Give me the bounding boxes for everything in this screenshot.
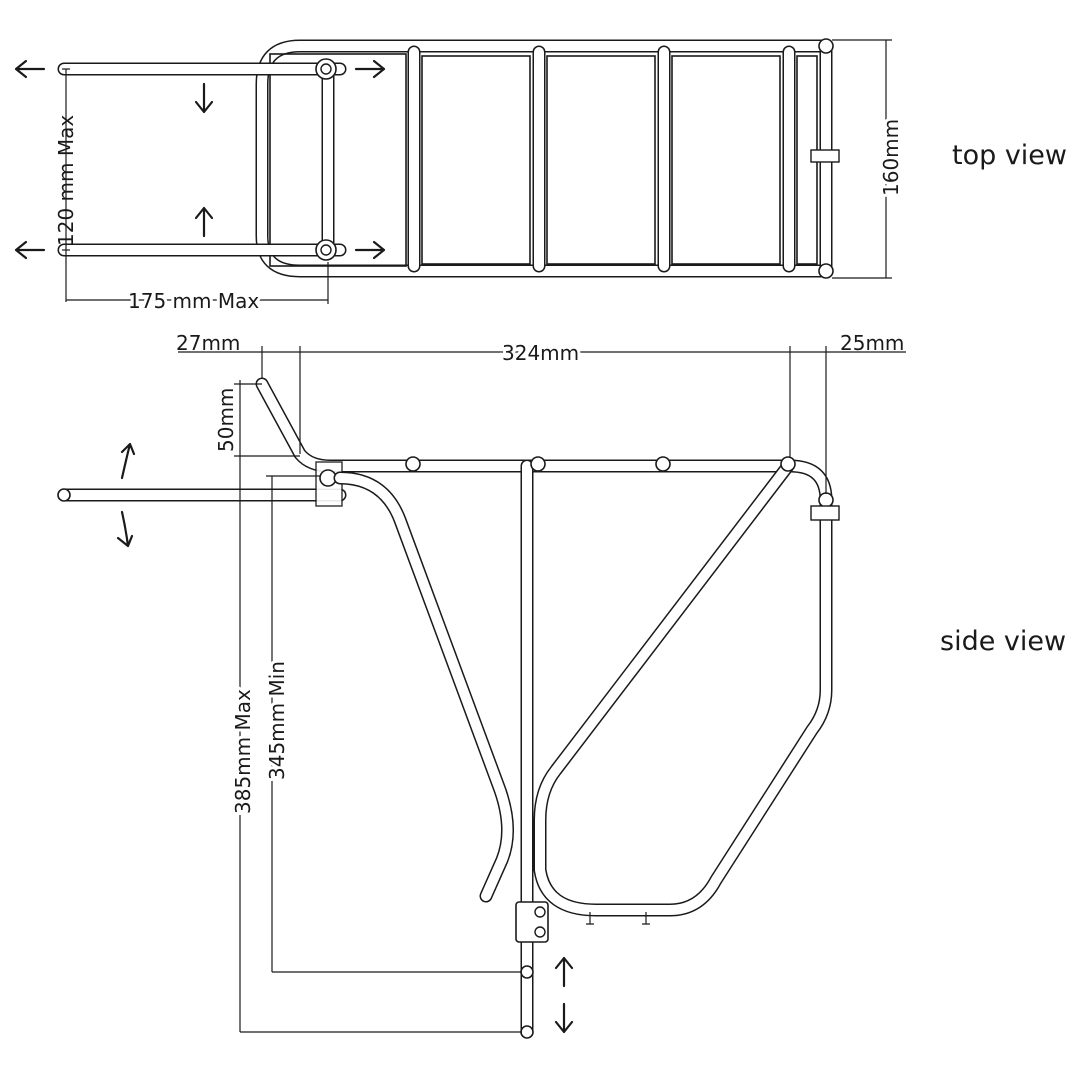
top-view-drawing: 120 mm Max 175 mm Max 160mm top view — [14, 38, 1067, 316]
adjust-arrows-side — [116, 442, 574, 1034]
mount-bolt — [586, 912, 650, 925]
reflector-bracket — [810, 149, 840, 163]
side-view-label: side view — [940, 626, 1066, 657]
reflector-bracket — [810, 505, 840, 521]
rear-triangle — [533, 459, 833, 917]
rack-frame-outline — [255, 39, 833, 278]
strut-eyelet — [520, 965, 534, 979]
dimension-120 — [62, 68, 70, 302]
weld-point — [405, 456, 421, 472]
dimension-175 — [66, 262, 329, 304]
top-view-label: top view — [952, 140, 1067, 171]
dimension-label-345: 345mm Min — [265, 661, 289, 780]
frame-end-cap — [818, 38, 834, 54]
rack-crossbars — [321, 39, 833, 278]
bolt-icon — [534, 906, 546, 918]
adjust-arrows-top — [14, 59, 386, 260]
weld-point — [780, 456, 796, 472]
stay-eyelet — [57, 488, 71, 502]
dimension-label-324: 324mm — [502, 341, 579, 365]
dimension-label-50: 50mm — [214, 388, 238, 452]
dimension-label-27: 27mm — [176, 331, 240, 355]
dimension-160 — [832, 39, 892, 279]
weld-point — [655, 456, 671, 472]
frame-end-cap — [818, 492, 834, 508]
strut-eyelet — [520, 1025, 534, 1039]
dimension-label-160: 160mm — [879, 119, 903, 196]
bolt-icon — [320, 244, 332, 256]
dimension-label-120: 120 mm Max — [54, 115, 78, 246]
frame-end-cap — [818, 263, 834, 279]
deck-panels — [269, 53, 818, 267]
side-view-drawing: 27mm 324mm 25mm 50mm 385mm Max 345mm Min… — [57, 331, 1066, 1039]
weld-point — [530, 456, 546, 472]
dimension-lines-side — [178, 346, 906, 1033]
bolt-icon — [534, 926, 546, 938]
dimension-label-175: 175 mm Max — [128, 289, 259, 313]
dimension-label-385: 385mm Max — [231, 689, 255, 814]
bolt-icon — [320, 63, 332, 75]
front-leg — [333, 471, 515, 903]
dimension-label-25: 25mm — [840, 331, 904, 355]
front-stays-top — [57, 62, 347, 257]
